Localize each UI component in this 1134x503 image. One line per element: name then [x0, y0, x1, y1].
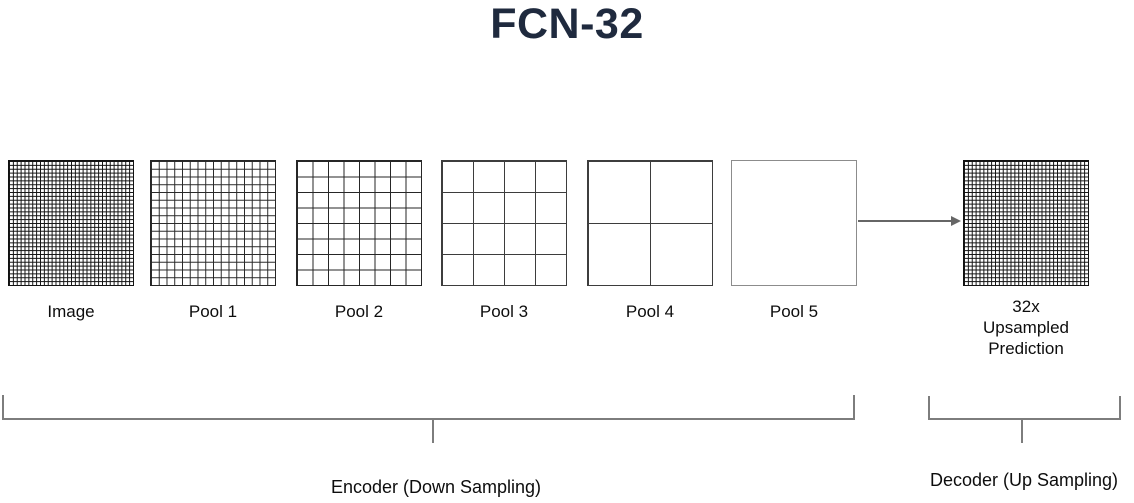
stage-pool3: Pool 3: [441, 160, 567, 322]
stage-pool2: Pool 2: [296, 160, 422, 322]
encoder-bracket-line: [2, 418, 855, 420]
stage-pool5: Pool 5: [731, 160, 857, 322]
upsample-arrow-head-icon: [951, 216, 961, 226]
diagram-title: FCN-32: [490, 0, 644, 48]
stage-pool1: Pool 1: [150, 160, 276, 322]
encoder-label: Encoder (Down Sampling): [330, 477, 542, 497]
decoder-label: Decoder (Up Sampling): [929, 470, 1119, 490]
decoder-bracket-stem: [1021, 420, 1023, 443]
pool5-grid: [731, 160, 857, 286]
pool2-grid: [296, 160, 422, 286]
stage-upsampled-prediction: 32x Upsampled Prediction: [963, 160, 1089, 359]
decoder-bracket-right-tick: [1119, 396, 1121, 418]
stage-pool4: Pool 4: [587, 160, 713, 322]
stage-label-pool4: Pool 4: [625, 302, 675, 321]
upsampled-prediction-grid: [963, 160, 1089, 286]
stage-label-pool3: Pool 3: [479, 302, 529, 321]
stage-label-image: Image: [47, 302, 95, 321]
stage-label-upsampled-prediction: 32x Upsampled Prediction: [983, 297, 1069, 358]
stage-label-pool2: Pool 2: [334, 302, 384, 321]
pool4-grid: [587, 160, 713, 286]
stage-label-pool1: Pool 1: [188, 302, 238, 321]
encoder-bracket-left-tick: [2, 395, 4, 418]
stage-label-pool5: Pool 5: [769, 302, 819, 321]
image-grid: [8, 160, 134, 286]
pool3-grid: [441, 160, 567, 286]
stage-image: Image: [8, 160, 134, 322]
upsample-arrow-line: [858, 220, 951, 222]
decoder-bracket-left-tick: [928, 396, 930, 418]
encoder-bracket-right-tick: [853, 395, 855, 418]
encoder-bracket-stem: [432, 420, 434, 443]
pool1-grid: [150, 160, 276, 286]
decoder-bracket-line: [928, 418, 1121, 420]
